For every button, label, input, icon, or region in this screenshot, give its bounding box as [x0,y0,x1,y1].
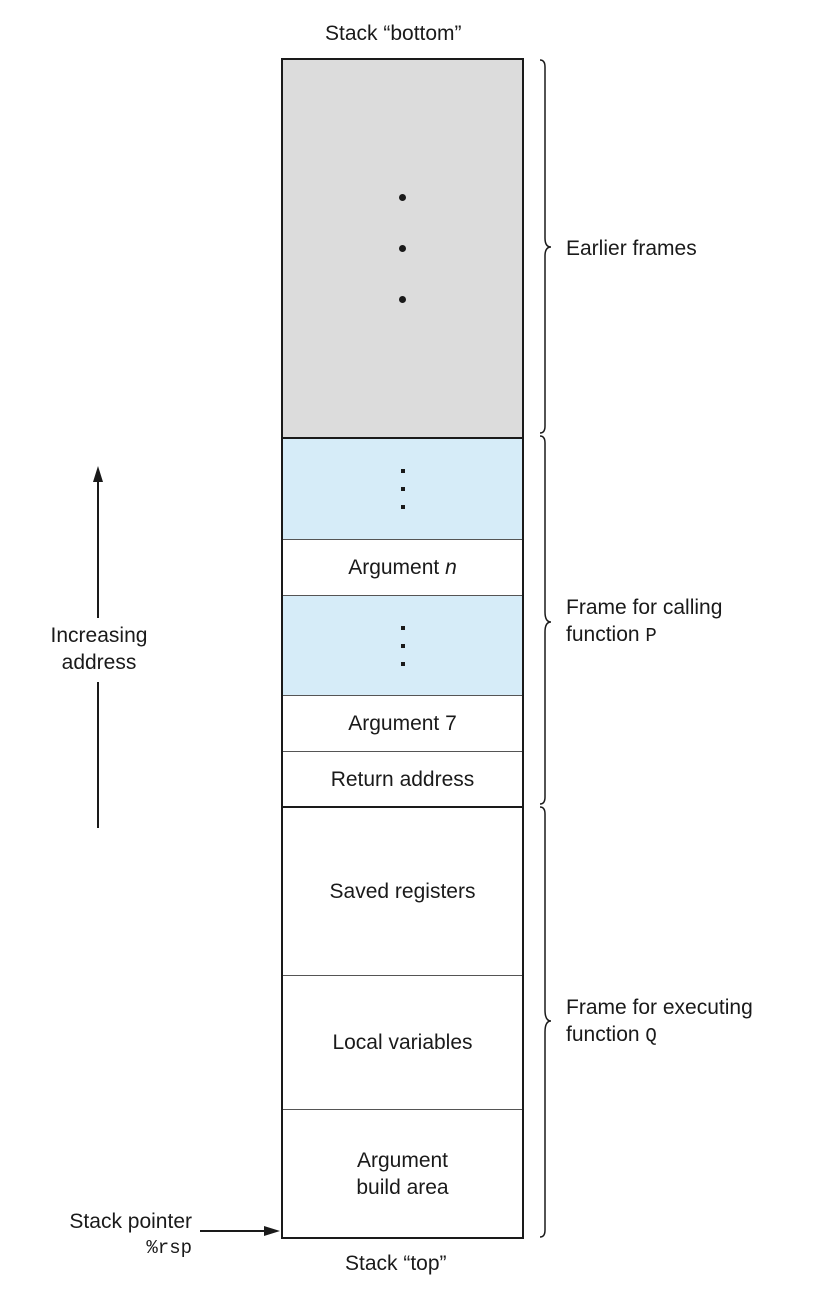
calling-frame-line1: Frame for calling [566,596,723,619]
stack-pointer-label: Stack pointer %rsp [40,1208,192,1262]
stack-pointer-line1: Stack pointer [69,1210,192,1233]
argument-build-line1: Argument [356,1148,449,1172]
earlier-frames-label: Earlier frames [566,237,697,260]
ellipsis-dot [400,487,405,491]
argument-n-variable: n [445,556,457,579]
argument-n-prefix: Argument [348,556,446,579]
executing-function-name: Q [645,1025,657,1047]
calling-frame-line2: function P [566,621,722,650]
ellipsis-dot [400,625,405,630]
ellipsis-dot [400,643,405,648]
calling-function-name: P [645,625,657,647]
saved-registers-cell: Saved registers [283,808,522,976]
executing-frame-line1: Frame for executing [566,996,753,1019]
saved-registers-label: Saved registers [329,880,476,903]
executing-frame-label: Frame for executing function Q [566,994,753,1050]
return-address-label: Return address [330,767,475,791]
argument-build-line2: build area [356,1175,449,1199]
stack-top-label: Stack “top” [345,1252,447,1275]
increasing-line2: address [61,651,137,674]
argument-gap-lower [283,596,522,696]
ellipsis-dot [400,505,405,509]
ellipsis-dot [400,469,405,473]
ellipsis-dot [399,194,406,201]
executing-frame-line2: function Q [566,1021,753,1050]
argument-7-label: Argument 7 [348,712,457,735]
ellipsis-dot [400,661,405,666]
stack-bottom-label: Stack “bottom” [325,22,462,45]
increasing-address-arrow [93,466,103,828]
calling-frame-brace [539,435,552,805]
ellipsis-dot [399,245,406,252]
stack-column: Argument n Argument 7 Return address Sav… [281,58,524,1239]
executing-frame-brace [539,806,552,1238]
rsp-register: %rsp [146,1237,192,1259]
earlier-frames-brace [539,59,552,434]
calling-frame-prefix: function [566,623,646,646]
ellipsis-dot [399,296,406,303]
argument-gap-upper [283,439,522,540]
earlier-frames-block [283,60,522,439]
local-variables-label: Local variables [332,1031,473,1054]
argument-7-cell: Argument 7 [283,696,522,752]
increasing-line1: Increasing [50,624,148,647]
calling-frame-label: Frame for calling function P [566,594,722,650]
local-variables-cell: Local variables [283,976,522,1110]
argument-n-label: Argument n [348,554,457,581]
argument-n-cell: Argument n [283,540,522,596]
frame-braces [539,59,552,1238]
executing-frame-prefix: function [566,1023,646,1046]
stack-pointer-arrow [200,1226,280,1236]
argument-build-area-cell: Argument build area [283,1110,522,1237]
increasing-address-label: Increasing address [40,622,158,676]
return-address-cell: Return address [283,752,522,808]
